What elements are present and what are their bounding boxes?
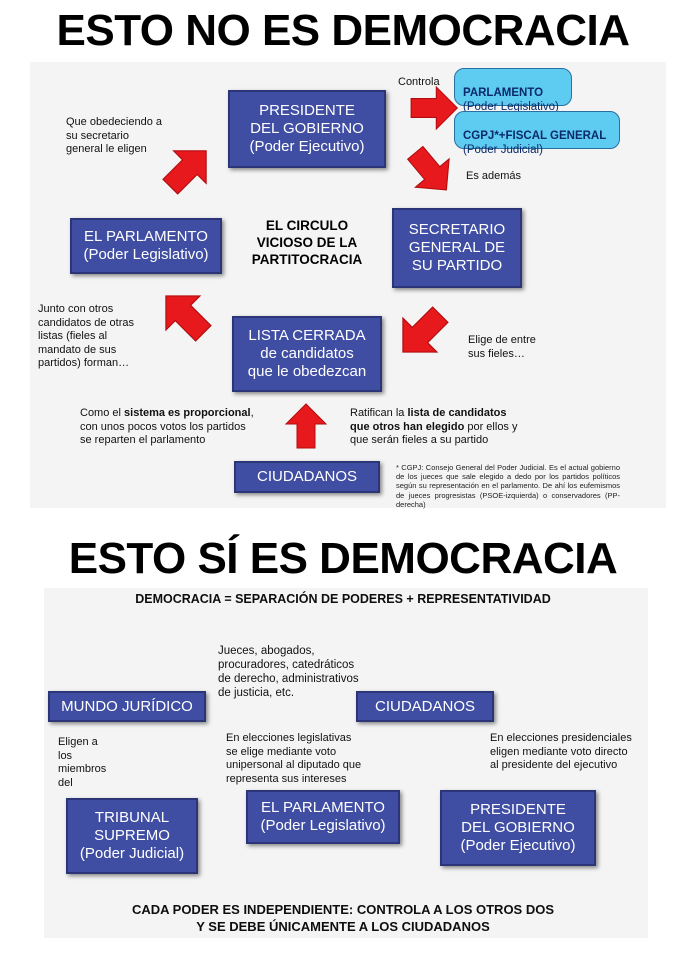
box-ciudadanos-bottom: CIUDADANOS [356, 691, 494, 722]
arrow-elige-fieles [385, 297, 458, 370]
ratifican-part1: Ratifican la [350, 407, 408, 419]
arrow-junto [148, 278, 221, 351]
text-obedeciendo: Que obedeciendo a su secretario general … [66, 116, 163, 155]
cgpj-sub: (Poder Judicial) [463, 144, 543, 156]
text-eligen-miembros: Eligen a los miembros del [58, 736, 107, 789]
box-parlamento-bottom: EL PARLAMENTO (Poder Legislativo) [246, 790, 400, 844]
box-presidente-bottom: PRESIDENTE DEL GOBIERNO (Poder Ejecutivo… [440, 790, 596, 866]
como-bold: sistema es proporcional [124, 407, 251, 419]
box-parlamento-controlled: PARLAMENTO (Poder Legislativo) [454, 68, 572, 113]
parlamento-controlled-sub: (Poder Legislativo) [463, 101, 559, 113]
footer-line-1: CADA PODER ES INDEPENDIENTE: CONTROLA A … [131, 902, 555, 917]
text-presidenciales: En elecciones presidenciales eligen medi… [490, 732, 632, 771]
text-jueces: Jueces, abogados, procuradores, catedrát… [218, 645, 359, 699]
box-mundo-juridico: MUNDO JURÍDICO [48, 691, 206, 722]
ratifican-bold1: lista de candidatos [407, 407, 507, 419]
box-presidente-top: PRESIDENTE DEL GOBIERNO (Poder Ejecutivo… [228, 90, 386, 168]
box-secretario: SECRETARIO GENERAL DE SU PARTIDO [392, 208, 522, 288]
heading-no-democracia: ESTO NO ES DEMOCRACIA [56, 6, 630, 55]
circulo-vicioso-title: EL CIRCULO VICIOSO DE LA PARTITOCRACIA [251, 218, 363, 267]
footer-line-2: Y SE DEBE ÚNICAMENTE A LOS CIUDADANOS [196, 919, 490, 934]
box-cgpj: CGPJ*+FISCAL GENERAL (Poder Judicial) [454, 111, 620, 156]
arrow-ratifican [285, 403, 327, 449]
parlamento-controlled-title: PARLAMENTO [463, 87, 544, 99]
controla-label: Controla [398, 76, 440, 88]
cgpj-title: CGPJ*+FISCAL GENERAL [463, 130, 607, 142]
box-ciudadanos-top: CIUDADANOS [234, 461, 380, 493]
heading-si-democracia: ESTO SÍ ES DEMOCRACIA [68, 534, 618, 583]
bottom-panel [44, 588, 648, 938]
como-part2: , con unos pocos votos los partidos se r… [80, 407, 254, 446]
box-lista-cerrada: LISTA CERRADA de candidatos que le obede… [232, 316, 382, 392]
ratifican-bold2: que otros han elegido [350, 420, 465, 433]
text-elige-fieles: Elige de entre sus fieles… [468, 334, 536, 360]
text-legislativas: En elecciones legislativas se elige medi… [226, 732, 362, 785]
text-es-ademas: Es además [466, 170, 522, 182]
text-como-proporcional: Como el sistema es proporcional, con uno… [80, 407, 254, 448]
ratifican-part2: por ellos y que serán fieles a su partid… [350, 420, 518, 447]
box-parlamento-top: EL PARLAMENTO (Poder Legislativo) [70, 218, 222, 274]
box-tribunal-supremo: TRIBUNAL SUPREMO (Poder Judicial) [66, 798, 198, 874]
footnote-cgpj: * CGPJ: Consejo General del Poder Judici… [396, 463, 620, 509]
arrow-obedeciendo [153, 134, 223, 204]
democracia-subtitle: DEMOCRACIA = SEPARACIÓN DE PODERES + REP… [135, 592, 551, 606]
arrow-controla [410, 86, 458, 130]
text-junto: Junto con otros candidatos de otras list… [38, 303, 135, 369]
como-part1: Como el [80, 407, 125, 419]
arrow-es-ademas [397, 138, 464, 205]
